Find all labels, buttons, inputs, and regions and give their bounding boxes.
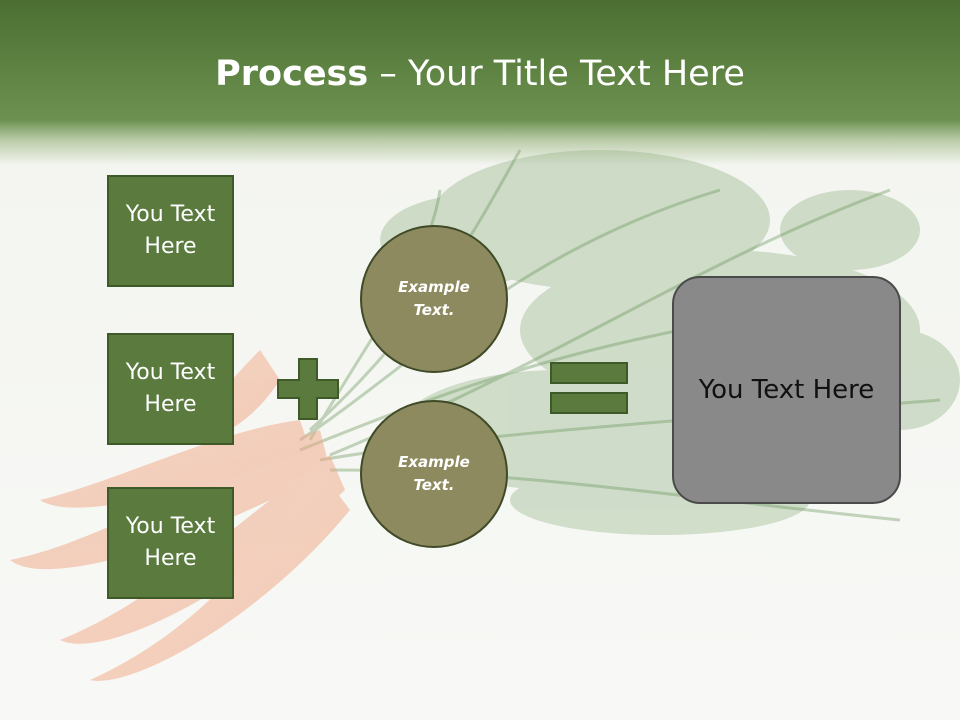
input-box-1: You Text Here — [107, 175, 234, 287]
title-rest: – Your Title Text Here — [368, 54, 745, 94]
slide-title: Process – Your Title Text Here — [0, 52, 960, 96]
header-band — [0, 0, 960, 165]
example-circle-2: Example Text. — [360, 400, 508, 548]
example-circle-1: Example Text. — [360, 225, 508, 373]
input-box-3: You Text Here — [107, 487, 234, 599]
plus-icon — [277, 358, 339, 420]
title-bold: Process — [215, 54, 369, 94]
result-box: You Text Here — [672, 276, 901, 504]
equals-icon — [550, 362, 628, 414]
input-box-2: You Text Here — [107, 333, 234, 445]
